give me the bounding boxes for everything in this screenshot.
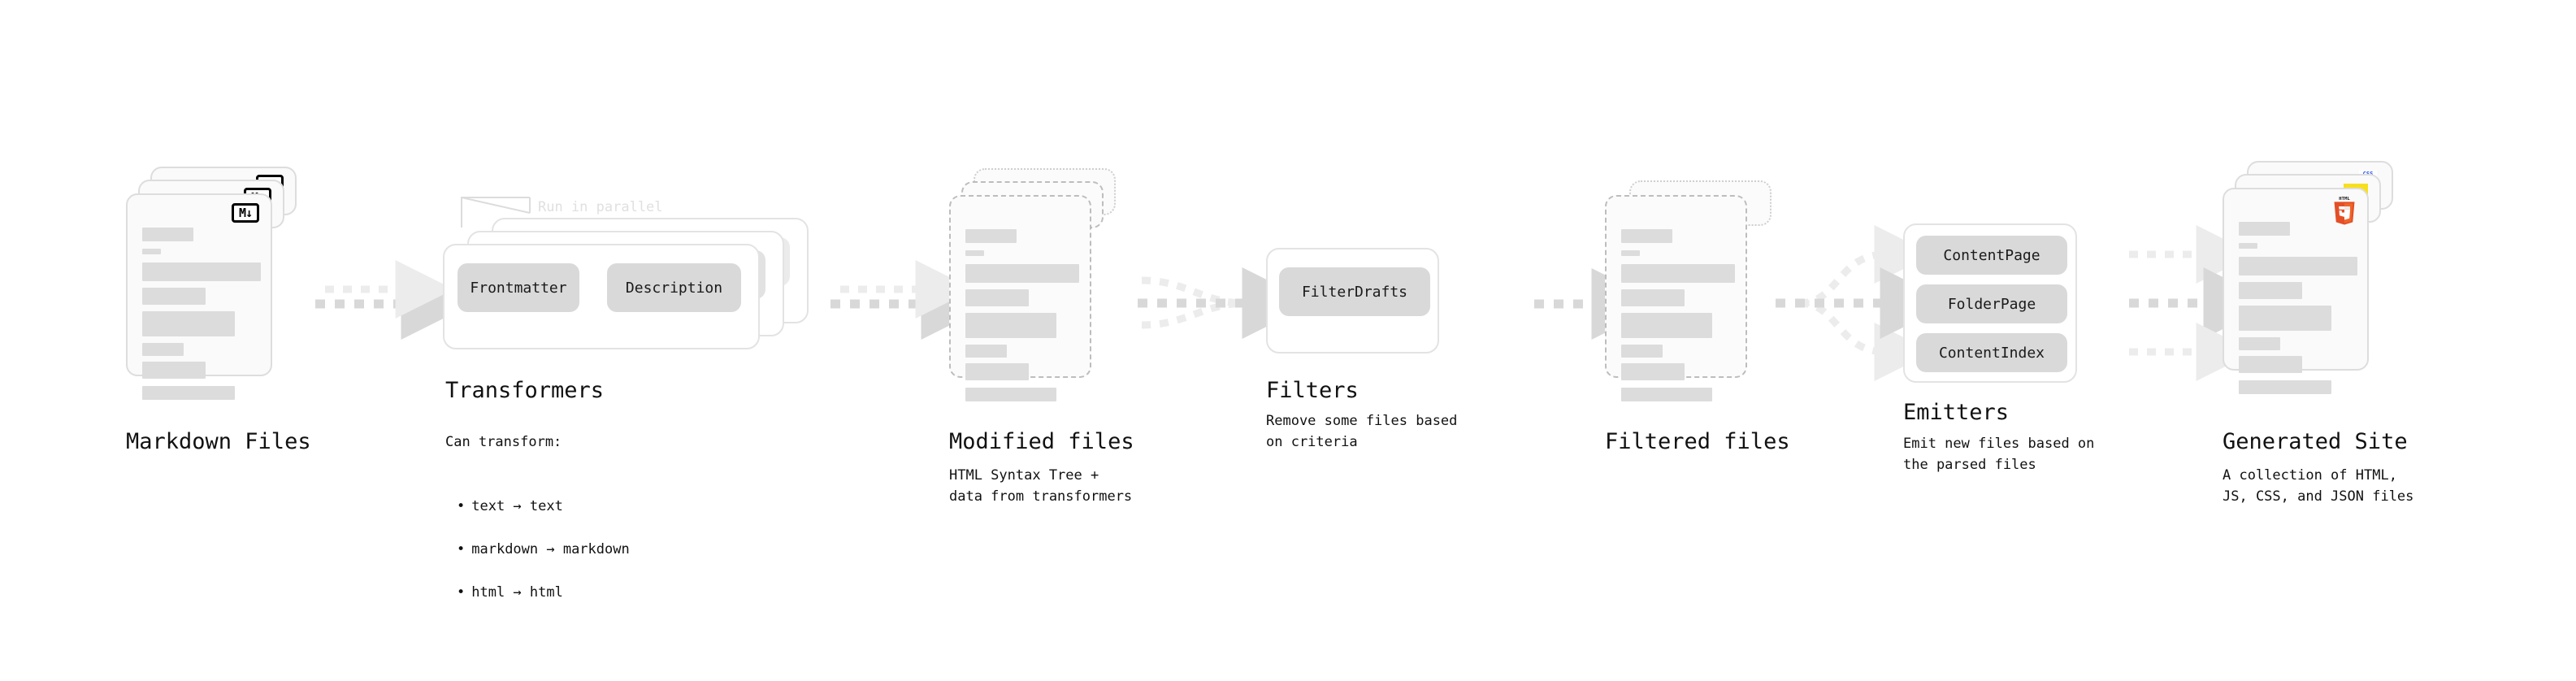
emitter-chip-folderpage[interactable]: FolderPage — [1916, 284, 2067, 323]
stage-title-modified-files: Modified files — [949, 429, 1134, 454]
stage-title-markdown-files: Markdown Files — [126, 429, 311, 454]
skeleton-bar — [1621, 388, 1712, 401]
html5-icon-glyph: HTML — [2334, 197, 2355, 225]
stage-desc-filters: Remove some files based on criteria — [1266, 413, 1458, 451]
skeleton-bar — [965, 363, 1029, 380]
markdown-card-front: M↓ — [126, 193, 272, 400]
filter-chip-filterdrafts[interactable]: FilterDrafts — [1279, 267, 1430, 316]
stage-desc-emitters: Emit new files based on the parsed files — [1903, 436, 2095, 474]
capability-item: html → html — [457, 582, 630, 603]
svg-text:HTML: HTML — [2339, 197, 2350, 202]
stage-desc-modified-files: HTML Syntax Tree + data from transformer… — [949, 467, 1133, 505]
skeleton-bar — [965, 250, 984, 256]
skeleton-bar — [142, 228, 193, 241]
markdown-icon: M↓ — [232, 203, 259, 223]
transformer-chip-frontmatter[interactable]: Frontmatter — [458, 263, 579, 312]
skeleton-bar — [2239, 257, 2357, 275]
skeleton-bar — [1621, 250, 1640, 256]
arrow-modified-to-filters — [1138, 267, 1314, 339]
transformer-card-front[interactable]: Frontmatter Description — [443, 244, 760, 349]
stage-title-emitters: Emitters — [1903, 400, 2010, 425]
skeleton-bar — [1621, 345, 1663, 358]
emitters-container[interactable]: ContentPage FolderPage ContentIndex — [1903, 223, 2077, 383]
skeleton-bar — [2239, 337, 2280, 350]
capability-item: text → text — [457, 496, 630, 517]
skeleton-bar — [2239, 243, 2257, 249]
skeleton-bar — [1621, 264, 1735, 283]
skeleton-bar — [965, 313, 1056, 338]
transformers-capability-list: text → text markdown → markdown html → h… — [445, 475, 630, 624]
filtered-card-front — [1605, 195, 1747, 401]
skeleton-bar — [1621, 363, 1685, 380]
skeleton-bar — [142, 288, 206, 305]
stage-title-generated-site: Generated Site — [2223, 429, 2408, 454]
stage-desc-transformers: Can transform: text → text markdown → ma… — [445, 410, 630, 646]
skeleton-bar — [142, 249, 161, 254]
skeleton-bar — [1621, 313, 1712, 338]
skeleton-bar — [965, 345, 1007, 358]
stage-title-filters: Filters — [1266, 378, 1359, 403]
skeleton-bar — [2239, 356, 2302, 373]
html5-icon: HTML — [2332, 195, 2357, 226]
skeleton-bar — [142, 362, 206, 379]
arrow-transformers-to-modified — [830, 260, 993, 340]
skeleton-bar — [2239, 282, 2302, 299]
skeleton-bar — [142, 311, 235, 336]
skeleton-bar — [1621, 229, 1672, 243]
skeleton-bar — [2239, 306, 2331, 331]
arrow-emitters-to-site — [2129, 225, 2275, 381]
stage-title-transformers: Transformers — [445, 378, 605, 403]
transformers-desc-heading: Can transform: — [445, 434, 562, 451]
skeleton-bar — [965, 264, 1079, 283]
skeleton-bar — [2239, 222, 2290, 236]
emitter-chip-contentindex[interactable]: ContentIndex — [1916, 333, 2067, 372]
skeleton-bar — [142, 386, 235, 400]
capability-item: markdown → markdown — [457, 539, 629, 560]
skeleton-bar — [2239, 380, 2331, 394]
arrow-filtered-to-emitters — [1776, 225, 1952, 381]
stage-title-filtered-files: Filtered files — [1605, 429, 1790, 454]
filters-container[interactable]: FilterDrafts — [1266, 248, 1439, 354]
skeleton-bar — [142, 343, 184, 356]
skeleton-bar — [965, 388, 1056, 401]
run-in-parallel-annotation: Run in parallel — [538, 199, 663, 215]
skeleton-bar — [1621, 289, 1685, 306]
transformer-chip-description[interactable]: Description — [607, 263, 741, 312]
skeleton-bar — [965, 289, 1029, 306]
site-card-html: HTML — [2223, 188, 2369, 394]
emitter-chip-contentpage[interactable]: ContentPage — [1916, 236, 2067, 275]
arrow-markdown-to-transformers — [315, 260, 473, 340]
stage-desc-generated-site: A collection of HTML, JS, CSS, and JSON … — [2223, 467, 2414, 505]
skeleton-bar — [142, 262, 261, 281]
modified-card-front — [949, 195, 1091, 401]
skeleton-bar — [965, 229, 1017, 243]
